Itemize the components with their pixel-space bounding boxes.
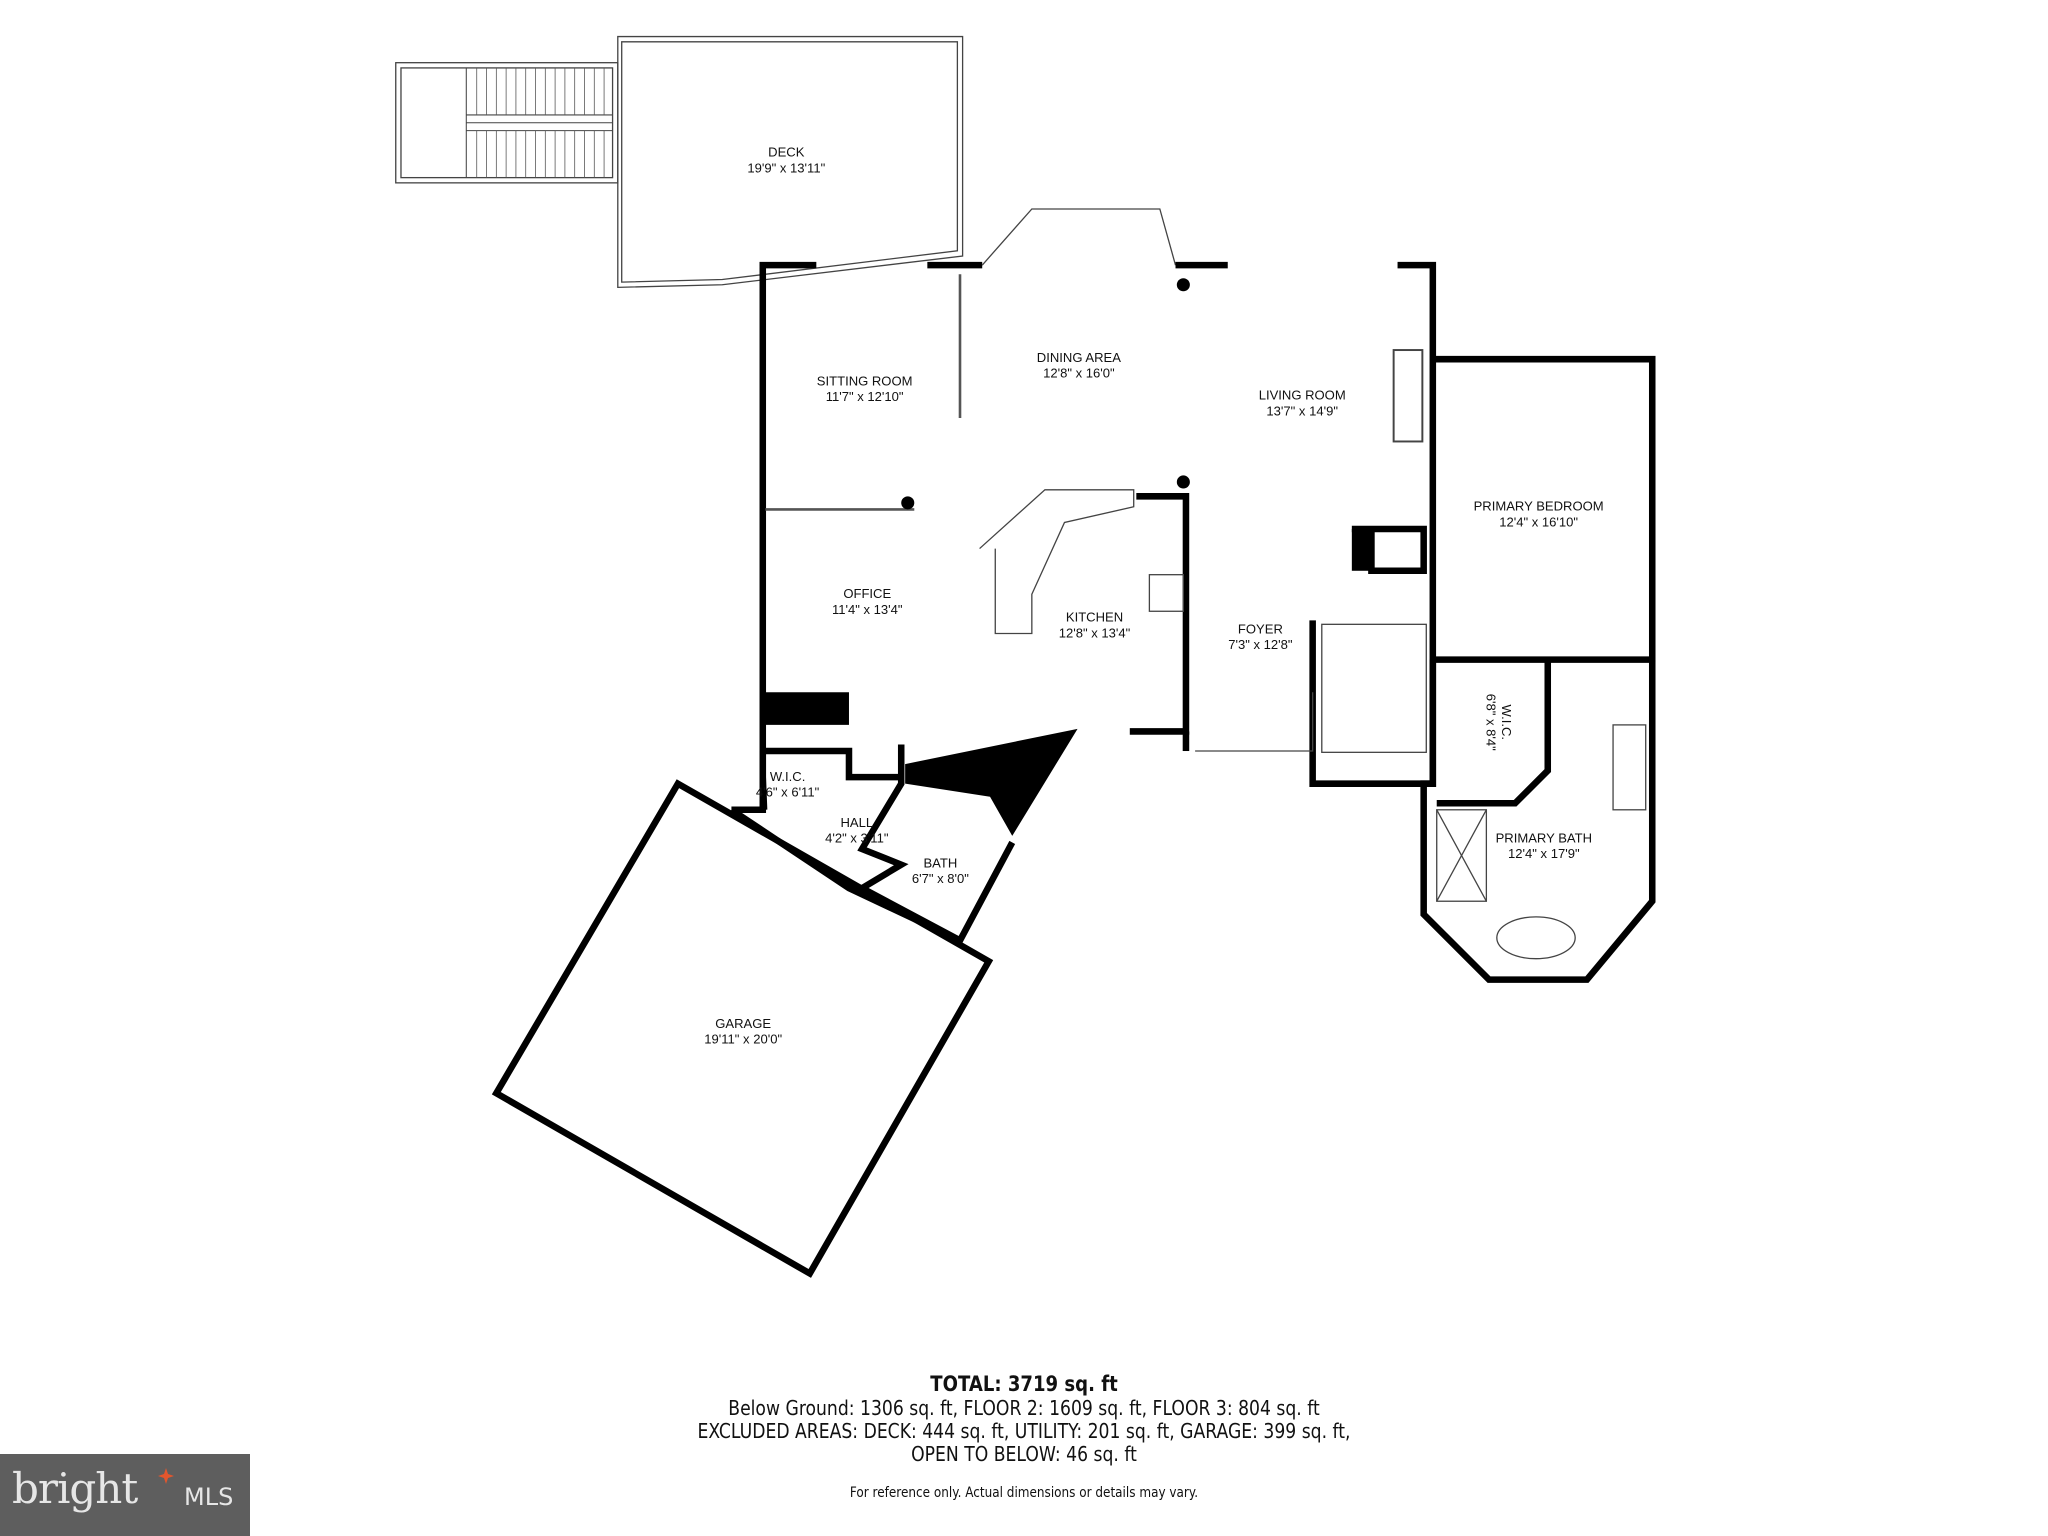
- excluded-areas: EXCLUDED AREAS: DECK: 444 sq. ft, UTILIT…: [697, 1419, 1351, 1443]
- logo-mls: MLS: [184, 1483, 234, 1511]
- office-dims: 11'4" x 13'4": [832, 602, 903, 617]
- primary-bedroom-dims: 12'4" x 16'10": [1499, 514, 1578, 529]
- dining-area-name: DINING AREA: [1037, 350, 1121, 365]
- deck: [395, 35, 964, 289]
- deck-name: DECK: [768, 145, 805, 160]
- sitting-room-dims: 11'7" x 12'10": [826, 389, 904, 404]
- bath-dims: 6'7" x 8'0": [912, 871, 969, 886]
- kitchen-dims: 12'8" x 13'4": [1059, 625, 1131, 640]
- garage-name: GARAGE: [715, 1016, 771, 1031]
- hall-dims: 4'2" x 3'11": [825, 830, 889, 845]
- primary-wic-dims: 6'8" x 8'4": [1483, 694, 1498, 751]
- primary-bath-name: PRIMARY BATH: [1496, 830, 1592, 845]
- hall-name: HALL: [840, 815, 873, 830]
- deck-dims: 19'9" x 13'11": [747, 160, 825, 175]
- room-labels: DECK 19'9" x 13'11" SITTING ROOM 11'7" x…: [704, 145, 1603, 1047]
- office-name: OFFICE: [843, 586, 891, 601]
- bright-mls-logo: bright MLS: [0, 1454, 250, 1536]
- logo-wordmark: bright: [12, 1464, 138, 1513]
- logo-star-icon: [158, 1468, 174, 1484]
- sitting-room-name: SITTING ROOM: [817, 373, 913, 388]
- floor-areas: Below Ground: 1306 sq. ft, FLOOR 2: 1609…: [728, 1396, 1320, 1420]
- bath-name: BATH: [923, 855, 957, 870]
- dining-area-dims: 12'8" x 16'0": [1043, 365, 1115, 380]
- wic-name: W.I.C.: [770, 769, 806, 784]
- foyer-name: FOYER: [1238, 621, 1283, 636]
- walls: [729, 208, 1656, 983]
- wic-dims: 4'6" x 6'11": [756, 785, 820, 800]
- open-to-below: OPEN TO BELOW: 46 sq. ft: [911, 1442, 1137, 1466]
- primary-wic-name: W.I.C.: [1499, 705, 1514, 741]
- garage-dims: 19'11" x 20'0": [704, 1032, 782, 1047]
- living-room-dims: 13'7" x 14'9": [1266, 403, 1338, 418]
- kitchen-name: KITCHEN: [1066, 610, 1123, 625]
- living-room-name: LIVING ROOM: [1259, 388, 1346, 403]
- garage-walls: [491, 779, 994, 1278]
- total-area: TOTAL: 3719 sq. ft: [930, 1372, 1118, 1396]
- disclaimer: For reference only. Actual dimensions or…: [849, 1485, 1199, 1501]
- primary-bedroom-name: PRIMARY BEDROOM: [1474, 499, 1604, 514]
- foyer-dims: 7'3" x 12'8": [1228, 637, 1293, 652]
- primary-bath-dims: 12'4" x 17'9": [1508, 846, 1580, 861]
- deck-stairs: [465, 67, 613, 178]
